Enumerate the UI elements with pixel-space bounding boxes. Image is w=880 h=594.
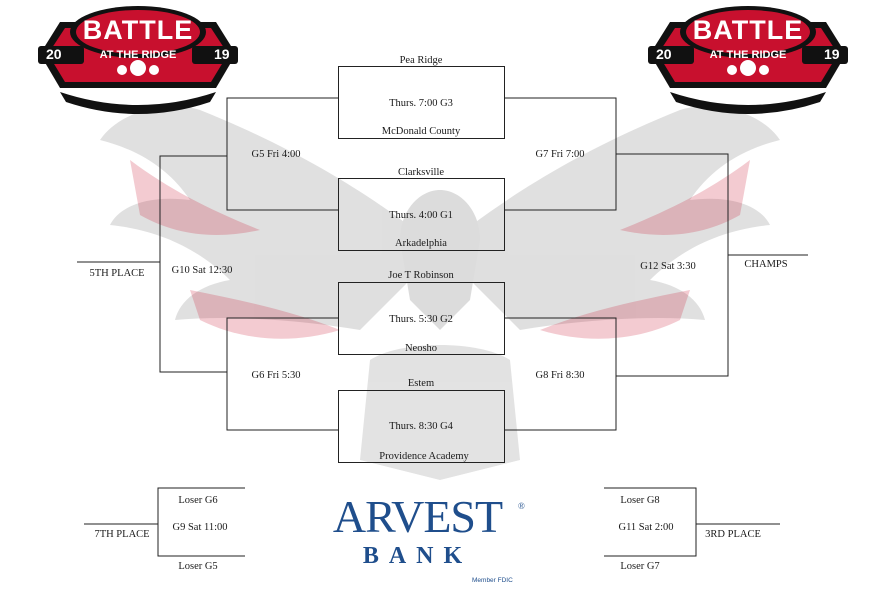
game-box-g2	[338, 282, 505, 355]
seventh-place-label: 7TH PLACE	[94, 529, 150, 540]
battle-logo-left-year-right: 19	[214, 46, 230, 62]
battle-logo-right: BATTLE 20 19 AT THE RIDGE DEC 12-14 THE …	[630, 2, 866, 114]
sponsor-member-fdic: Member FDIC	[472, 577, 513, 584]
battle-logo-right-battle: BATTLE	[692, 15, 804, 45]
battle-logo-right-ridge: AT THE RIDGE	[709, 49, 787, 61]
g7-label: G7 Fri 7:00	[535, 149, 585, 160]
battle-logo-right-year-right: 19	[824, 46, 840, 62]
g10-label: G10 Sat 12:30	[171, 265, 233, 276]
g11-slot: G11 Sat 2:00	[618, 522, 674, 533]
battle-logo-left-ridge: AT THE RIDGE	[99, 49, 177, 61]
g1-slot: Thurs. 4:00 G1	[389, 210, 453, 221]
battle-logo-right-art	[648, 6, 848, 114]
game-box-g1	[338, 178, 505, 251]
g4-bottom-team: Providence Academy	[379, 451, 469, 462]
battle-logo-left-tagline: DEC 12-14 THE BATTLE BEGINS.	[82, 92, 194, 99]
sponsor-bank: BANK	[362, 543, 473, 569]
g2-top-team: Joe T Robinson	[388, 270, 454, 281]
champs-label: CHAMPS	[744, 259, 788, 270]
g2-slot: Thurs. 5:30 G2	[389, 314, 453, 325]
battle-logo-left-year-left: 20	[46, 46, 62, 62]
g5-label: G5 Fri 4:00	[251, 149, 301, 160]
g8-label: G8 Fri 8:30	[535, 370, 585, 381]
sponsor-reg-mark: ®	[518, 501, 525, 511]
third-place-label: 3RD PLACE	[705, 529, 761, 540]
g1-bottom-team: Arkadelphia	[395, 238, 447, 249]
g3-slot: Thurs. 7:00 G3	[389, 98, 453, 109]
g9-top: Loser G6	[178, 495, 218, 506]
g3-top-team: Pea Ridge	[399, 55, 443, 66]
g6-label: G6 Fri 5:30	[251, 370, 301, 381]
fifth-place-label: 5TH PLACE	[89, 268, 145, 279]
sponsor-logo: ARVEST ® BANK Member FDIC	[310, 493, 540, 588]
g3-bottom-team: McDonald County	[381, 126, 461, 137]
g11-top: Loser G8	[620, 495, 660, 506]
g11-bottom: Loser G7	[620, 561, 660, 572]
g2-bottom-team: Neosho	[404, 343, 438, 354]
battle-logo-right-tagline: DEC 12-14 THE BATTLE BEGINS.	[692, 92, 804, 99]
game-box-g3	[338, 66, 505, 139]
g9-bottom: Loser G5	[178, 561, 218, 572]
g9-slot: G9 Sat 11:00	[172, 522, 228, 533]
g4-top-team: Estem	[407, 378, 435, 389]
g12-label: G12 Sat 3:30	[640, 261, 696, 272]
g1-top-team: Clarksville	[397, 167, 445, 178]
battle-logo-left-art	[38, 6, 238, 114]
g4-slot: Thurs. 8:30 G4	[389, 421, 453, 432]
battle-logo-left-battle: BATTLE	[82, 15, 194, 45]
sponsor-name: ARVEST	[332, 491, 503, 542]
battle-logo-right-year-left: 20	[656, 46, 672, 62]
game-box-g4	[338, 390, 505, 463]
battle-logo-left: BATTLE 20 19 AT THE RIDGE DEC 12-14 THE …	[20, 2, 256, 114]
